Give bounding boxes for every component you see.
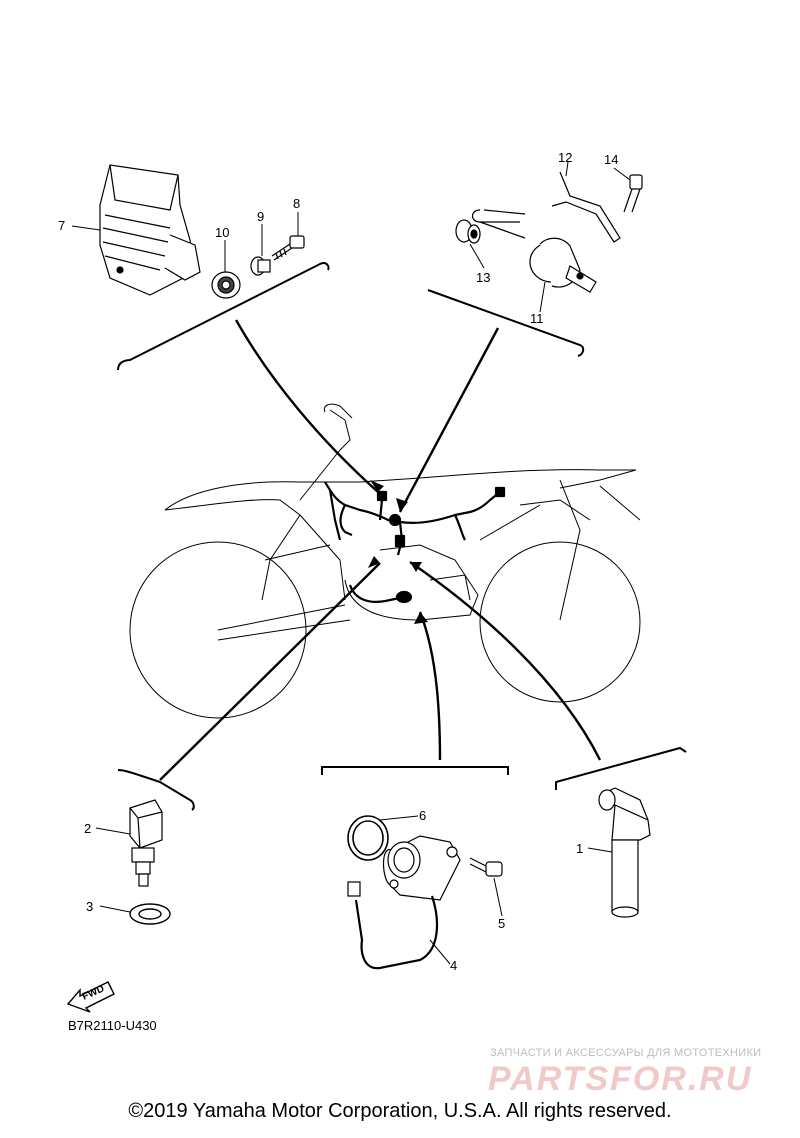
callout-9: 9 bbox=[257, 209, 264, 224]
callout-10: 10 bbox=[215, 225, 229, 240]
spark-plug-cap bbox=[598, 787, 651, 918]
bolt-5 bbox=[469, 857, 503, 877]
copyright-notice: ©2019 Yamaha Motor Corporation, U.S.A. A… bbox=[128, 1100, 672, 1122]
arrowheads bbox=[368, 480, 428, 624]
callout-6: 6 bbox=[419, 808, 426, 823]
callout-leaders bbox=[71, 161, 631, 965]
temperature-sensor bbox=[129, 799, 163, 887]
swingarm bbox=[217, 604, 351, 641]
bolt-8 bbox=[271, 235, 305, 261]
coil-bracket bbox=[551, 171, 621, 243]
plug-cap-13 bbox=[455, 219, 481, 244]
wire-harness bbox=[324, 481, 506, 604]
callout-3: 3 bbox=[86, 899, 93, 914]
ecu-unit bbox=[99, 164, 201, 296]
collar bbox=[250, 256, 271, 276]
motorcycle-outline bbox=[129, 403, 641, 719]
rear-fender bbox=[164, 469, 637, 511]
watermark-subtitle: ЗАПЧАСТИ И АКСЕССУАРЫ ДЛЯ МОТОТЕХНИКИ bbox=[490, 1047, 761, 1059]
callout-14: 14 bbox=[604, 152, 618, 167]
callout-8: 8 bbox=[293, 196, 300, 211]
o-ring-6 bbox=[347, 815, 389, 861]
watermark-brand: PARTSFOR.RU bbox=[488, 1060, 752, 1098]
front-fork bbox=[479, 479, 641, 621]
bolt-14 bbox=[623, 174, 643, 213]
ignition-coil bbox=[471, 209, 597, 293]
callout-1: 1 bbox=[576, 841, 583, 856]
callout-13: 13 bbox=[476, 270, 490, 285]
crank-sensor-4 bbox=[347, 835, 461, 970]
leader-lines bbox=[159, 319, 602, 781]
engine-case bbox=[344, 544, 479, 621]
callout-numbers: 7 10 9 8 12 14 13 11 2 3 6 5 4 1 bbox=[58, 150, 618, 973]
callout-12: 12 bbox=[558, 150, 572, 165]
rear-wheel bbox=[129, 541, 307, 719]
callout-4: 4 bbox=[450, 958, 457, 973]
callout-11: 11 bbox=[530, 311, 544, 326]
gasket-3 bbox=[129, 903, 171, 925]
callout-5: 5 bbox=[498, 916, 505, 931]
group-brackets bbox=[117, 262, 687, 811]
front-wheel bbox=[479, 541, 641, 703]
callout-2: 2 bbox=[84, 821, 91, 836]
fwd-arrow-icon: FWD bbox=[66, 981, 115, 1013]
frame bbox=[261, 409, 351, 601]
grommet bbox=[211, 271, 241, 299]
watermark: ЗАПЧАСТИ И АКСЕССУАРЫ ДЛЯ МОТОТЕХНИКИ PA… bbox=[488, 1047, 761, 1098]
diagram-code: B7R2110-U430 bbox=[68, 1018, 157, 1033]
callout-7: 7 bbox=[58, 218, 65, 233]
